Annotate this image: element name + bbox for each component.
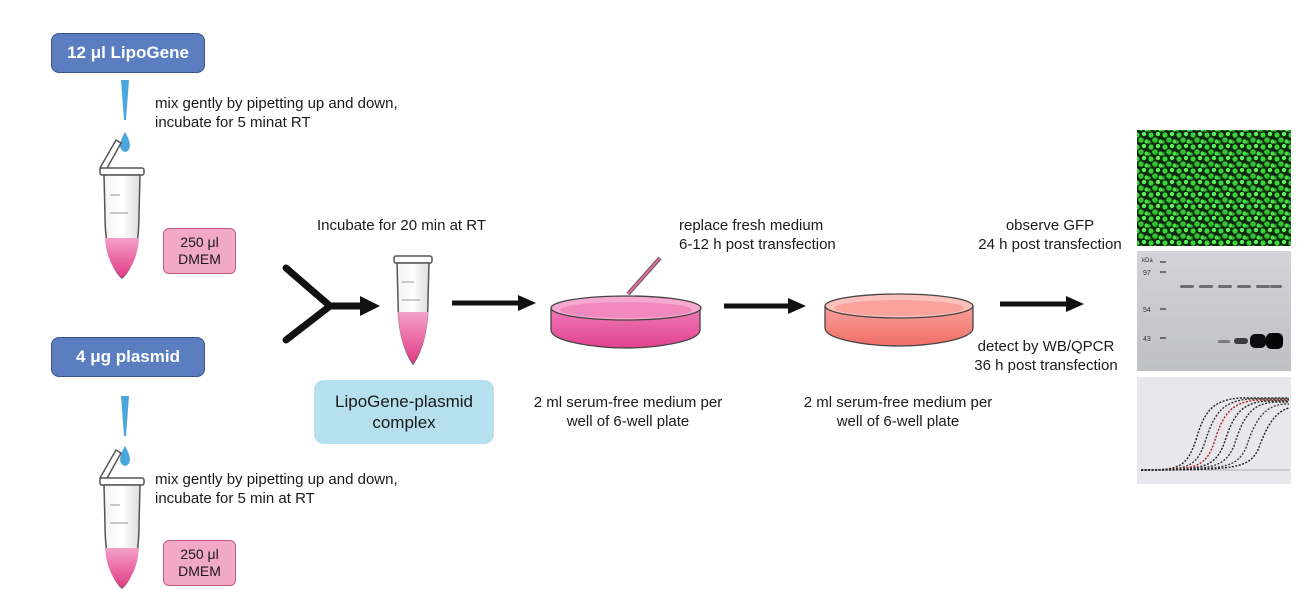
culture-dish-icon-pink [550,256,702,349]
dish1-caption: 2 ml serum-free medium per well of 6-wel… [516,393,740,431]
dmem-label-top: 250 μl DMEM [163,228,236,274]
mix-bottom-line2: incubate for 5 min at RT [155,490,315,507]
replace-line1: replace fresh medium [679,217,824,234]
incubate-instruction: Incubate for 20 min at RT [317,217,486,234]
svg-text:43: 43 [1143,336,1151,343]
lipogene-reagent-label: 12 μl LipoGene [51,33,205,73]
arrow-icon-3 [1000,296,1084,312]
wb-line1: detect by WB/QPCR [977,338,1115,355]
arrow-icon-1 [452,295,536,311]
dish2-caption: 2 ml serum-free medium per well of 6-wel… [786,393,1010,431]
microtube-icon-bottom [98,448,145,590]
plasmid-text: 4 μg plasmid [76,347,180,366]
lipogene-text: 12 μl LipoGene [67,43,189,62]
gfp-fluorescence-image [1137,130,1291,246]
dish2-line2: well of 6-well plate [836,413,960,430]
mix-top-line1: mix gently by pipetting up and down, [155,95,398,112]
mix-instruction-top: mix gently by pipetting up and down, inc… [155,94,398,132]
svg-text:kDa: kDa [1142,258,1153,264]
mix-top-line2: incubate for 5 minat RT [155,114,311,131]
svg-text:54: 54 [1143,307,1151,314]
dmem-top-volume: 250 μl [180,234,219,250]
western-blot-image: kDa 97 54 43 [1137,251,1291,371]
mix-bottom-line1: mix gently by pipetting up and down, [155,471,398,488]
gfp-line1: observe GFP [1005,217,1095,234]
svg-text:97: 97 [1143,270,1151,277]
complex-line1: LipoGene-plasmid [335,392,473,411]
wb-line2: 36 h post transfection [974,357,1118,374]
dmem-bottom-medium: DMEM [178,563,221,579]
plasmid-reagent-label: 4 μg plasmid [51,337,205,377]
gfp-line2: 24 h post transfection [978,236,1122,253]
mix-instruction-bottom: mix gently by pipetting up and down, inc… [155,470,398,508]
merge-arrow-icon [282,264,380,344]
dish1-line1: 2 ml serum-free medium per [533,394,723,411]
replace-medium-instruction: replace fresh medium 6-12 h post transfe… [679,216,836,254]
culture-dish-icon-salmon [824,293,974,347]
dish1-line2: well of 6-well plate [566,413,690,430]
gfp-readout-label: observe GFP 24 h post transfection [960,216,1140,254]
arrow-icon-2 [724,298,806,314]
pipette-tip-icon-bottom [120,396,130,466]
microtube-icon-complex [393,255,433,366]
complex-line2: complex [372,413,436,432]
dmem-label-bottom: 250 μl DMEM [163,540,236,586]
replace-line2: 6-12 h post transfection [679,236,836,253]
pipette-tip-icon-top [120,80,130,152]
dmem-bottom-volume: 250 μl [180,546,219,562]
wb-qpcr-readout-label: detect by WB/QPCR 36 h post transfection [954,337,1138,375]
microtube-icon-top [98,138,145,280]
qpcr-curves-image [1137,377,1291,484]
dish2-line1: 2 ml serum-free medium per [803,394,993,411]
complex-label: LipoGene-plasmid complex [314,380,494,444]
dmem-top-medium: DMEM [178,251,221,267]
